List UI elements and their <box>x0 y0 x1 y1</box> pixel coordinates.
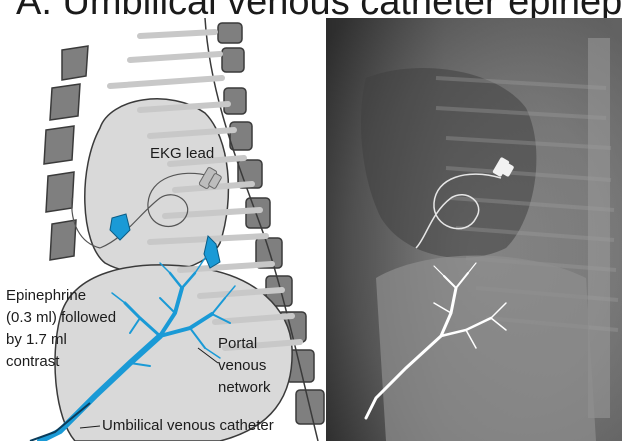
label-uvc: Umbilical venous catheter <box>102 417 274 434</box>
label-portal-1: Portal <box>218 335 257 352</box>
radiograph-image <box>326 18 622 441</box>
label-epinephrine-4: contrast <box>6 353 60 370</box>
xray-spine <box>588 38 610 418</box>
label-ekg-lead: EKG lead <box>150 145 214 162</box>
label-epinephrine-1: Epinephrine <box>6 287 86 304</box>
schematic-drawing: EKG lead Epinephrine (0.3 ml) followed b… <box>0 18 325 441</box>
schematic-panel: EKG lead Epinephrine (0.3 ml) followed b… <box>0 18 325 441</box>
label-portal-3: network <box>218 379 271 396</box>
label-epinephrine-3: by 1.7 ml <box>6 331 67 348</box>
xray-liver <box>376 256 596 441</box>
label-portal-2: venous <box>218 357 266 374</box>
radiograph-panel <box>326 18 622 441</box>
label-epinephrine-2: (0.3 ml) followed <box>6 309 116 326</box>
